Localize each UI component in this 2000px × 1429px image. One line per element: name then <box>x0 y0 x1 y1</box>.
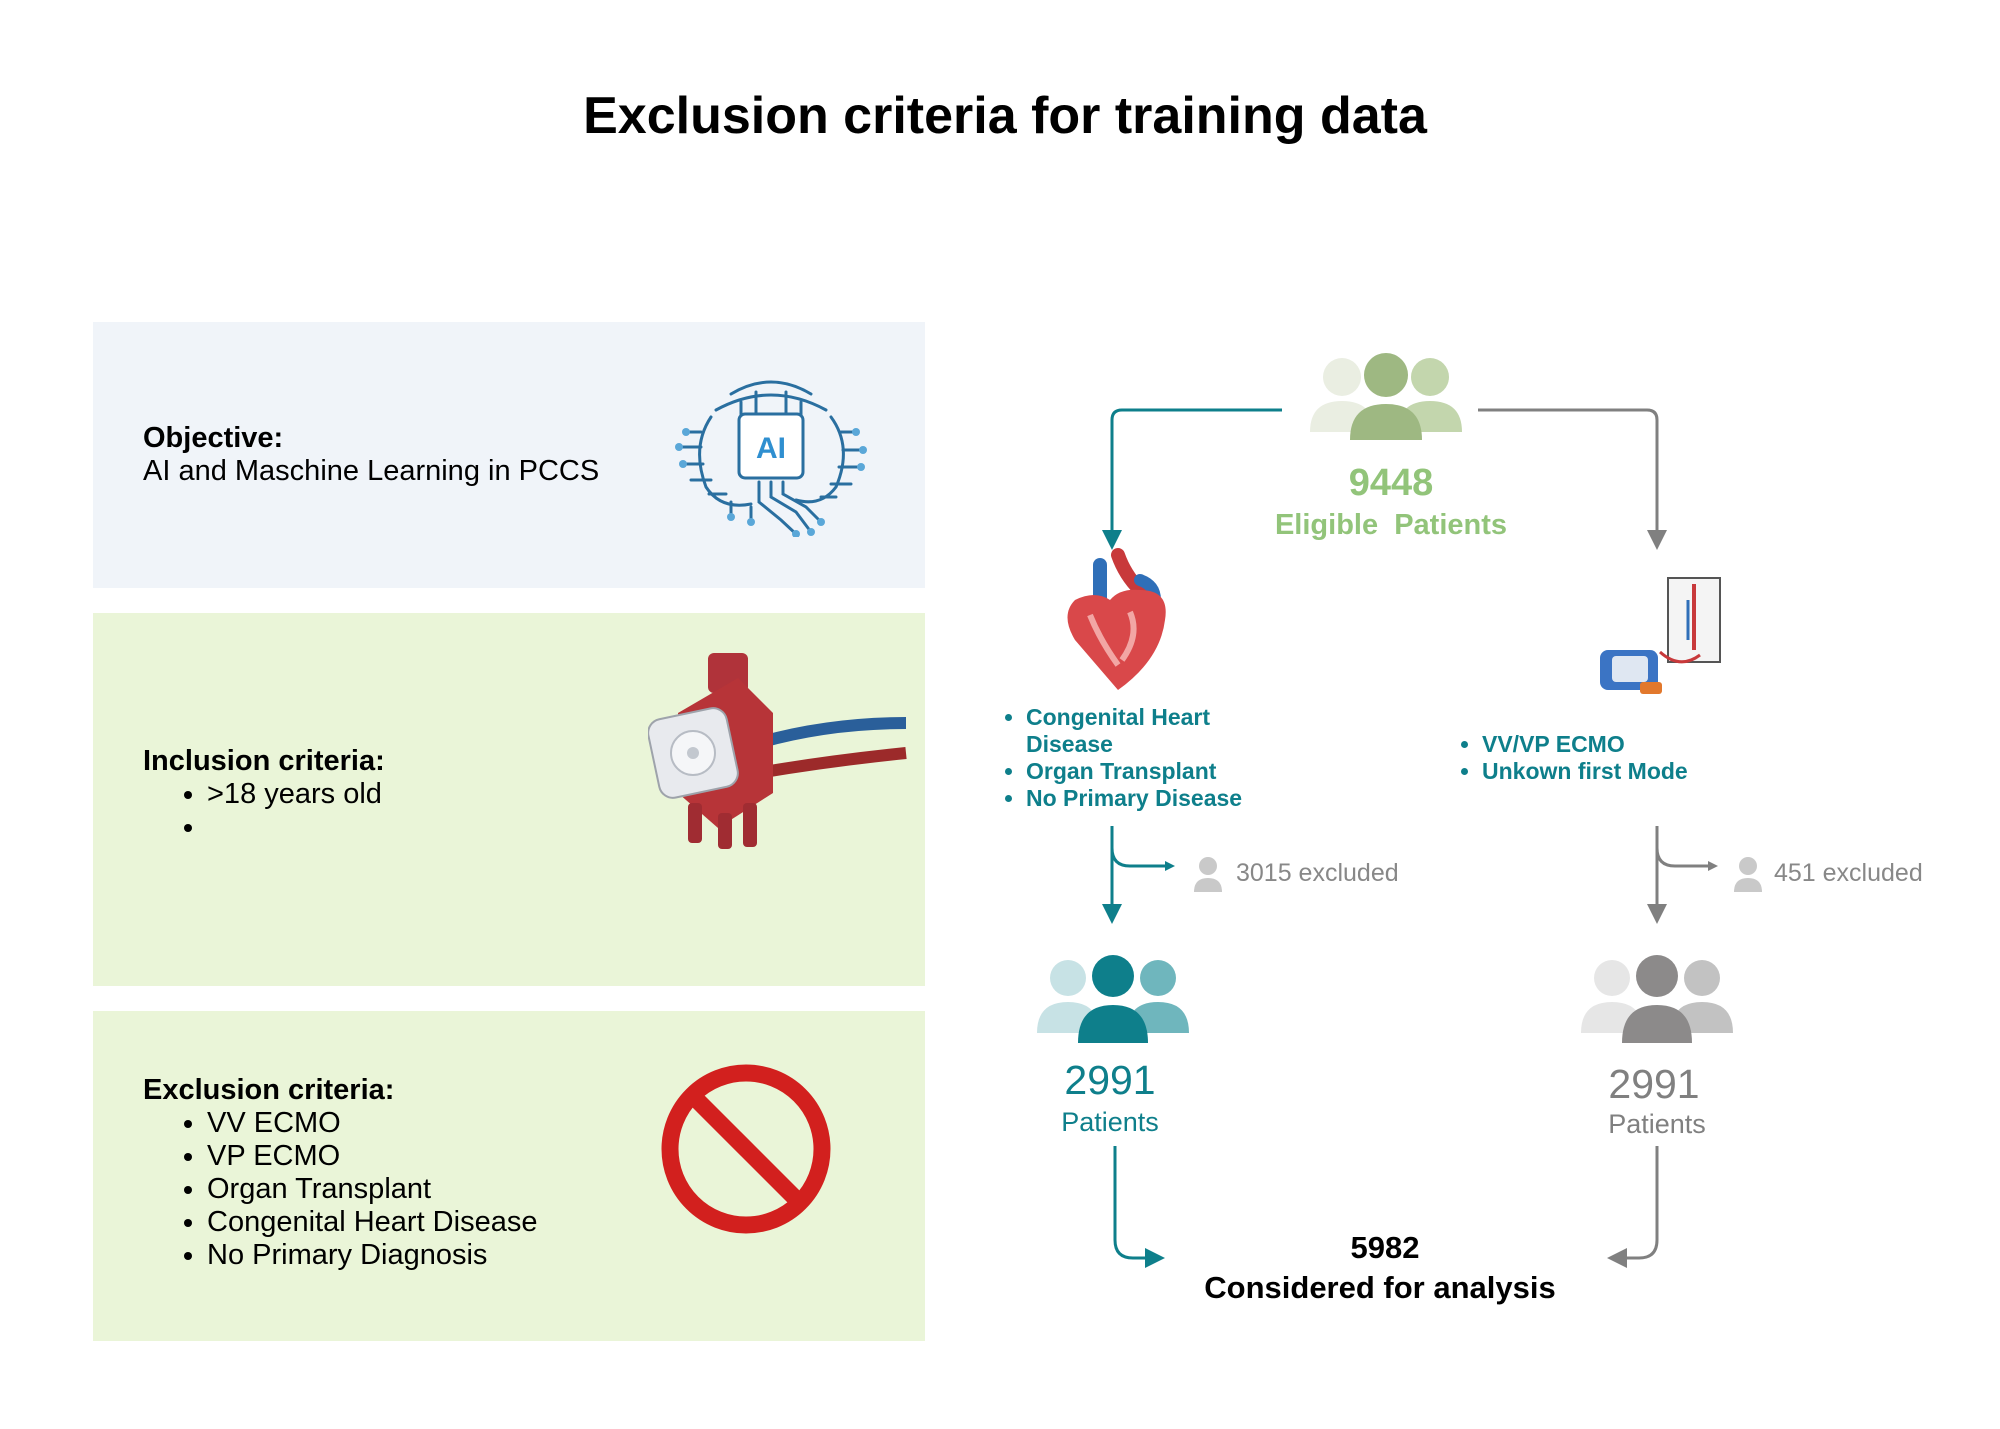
right-patients-people-icon <box>1581 955 1733 1043</box>
left-patients-people-icon <box>1037 955 1189 1043</box>
eligible-count: 9448 <box>1349 462 1434 504</box>
left-excluded-count: 3015 excluded <box>1236 859 1399 887</box>
ai-brain-circuit-icon: AI <box>675 380 867 537</box>
inclusion-text-block: Inclusion criteria: >18 years old <box>143 745 385 844</box>
right-branch-criteria: VV/VP ECMO Unkown first Mode <box>1452 731 1752 785</box>
page-title: Exclusion criteria for training data <box>583 87 1427 145</box>
connector-left-to-final <box>1113 1146 1165 1268</box>
excluded-person-icon <box>1734 857 1762 892</box>
objective-description: AI and Maschine Learning in PCCS <box>143 455 600 487</box>
exclusion-list: VV ECMO VP ECMO Organ Transplant Congeni… <box>143 1107 537 1272</box>
exclusion-item: No Primary Diagnosis <box>207 1239 537 1272</box>
prohibited-icon <box>661 1064 831 1234</box>
left-criterion: No Primary Disease <box>1026 785 1246 812</box>
connector-left-excluded <box>1110 847 1175 871</box>
ecmo-machine-icon <box>1600 577 1721 694</box>
exclusion-text-block: Exclusion criteria: VV ECMO VP ECMO Orga… <box>143 1074 537 1272</box>
eligible-people-icon <box>1310 353 1462 440</box>
excluded-person-icon <box>1194 857 1222 892</box>
final-label: Considered for analysis <box>1204 1270 1555 1305</box>
inclusion-panel: Inclusion criteria: >18 years old <box>93 613 925 986</box>
eligible-label: Eligible Patients <box>1275 509 1507 541</box>
inclusion-list: >18 years old <box>143 778 385 844</box>
left-result-count: 2991 <box>1064 1057 1155 1103</box>
objective-heading: Objective: <box>143 422 284 454</box>
right-criterion: Unkown first Mode <box>1482 758 1752 785</box>
right-result-count: 2991 <box>1608 1061 1699 1107</box>
connector-to-right-branch <box>1478 408 1667 550</box>
left-criterion: Congenital Heart Disease <box>1026 704 1246 758</box>
left-criterion: Organ Transplant <box>1026 758 1246 785</box>
right-criterion: VV/VP ECMO <box>1482 731 1752 758</box>
inclusion-heading: Inclusion criteria: <box>143 745 385 777</box>
left-result-label: Patients <box>1061 1107 1159 1137</box>
connector-to-left-branch <box>1102 408 1282 550</box>
exclusion-heading: Exclusion criteria: <box>143 1074 395 1106</box>
objective-text-block: Objective: AI and Maschine Learning in P… <box>143 422 599 488</box>
exclusion-item: Congenital Heart Disease <box>207 1206 537 1239</box>
ai-chip-label: AI <box>756 432 786 465</box>
inclusion-item: >18 years old <box>207 778 385 811</box>
exclusion-item: VP ECMO <box>207 1140 537 1173</box>
left-branch-criteria: Congenital Heart Disease Organ Transplan… <box>996 704 1246 812</box>
exclusion-panel: Exclusion criteria: VV ECMO VP ECMO Orga… <box>93 1011 925 1341</box>
connector-right-to-final <box>1607 1146 1659 1268</box>
exclusion-item: VV ECMO <box>207 1107 537 1140</box>
heart-icon <box>1067 548 1166 690</box>
final-count: 5982 <box>1351 1230 1420 1265</box>
right-result-label: Patients <box>1608 1109 1706 1139</box>
right-excluded-count: 451 excluded <box>1774 859 1923 887</box>
objective-panel: Objective: AI and Maschine Learning in P… <box>93 322 925 588</box>
exclusion-item: Organ Transplant <box>207 1173 537 1206</box>
ecmo-pump-icon <box>648 653 907 849</box>
connector-right-excluded <box>1655 847 1718 871</box>
